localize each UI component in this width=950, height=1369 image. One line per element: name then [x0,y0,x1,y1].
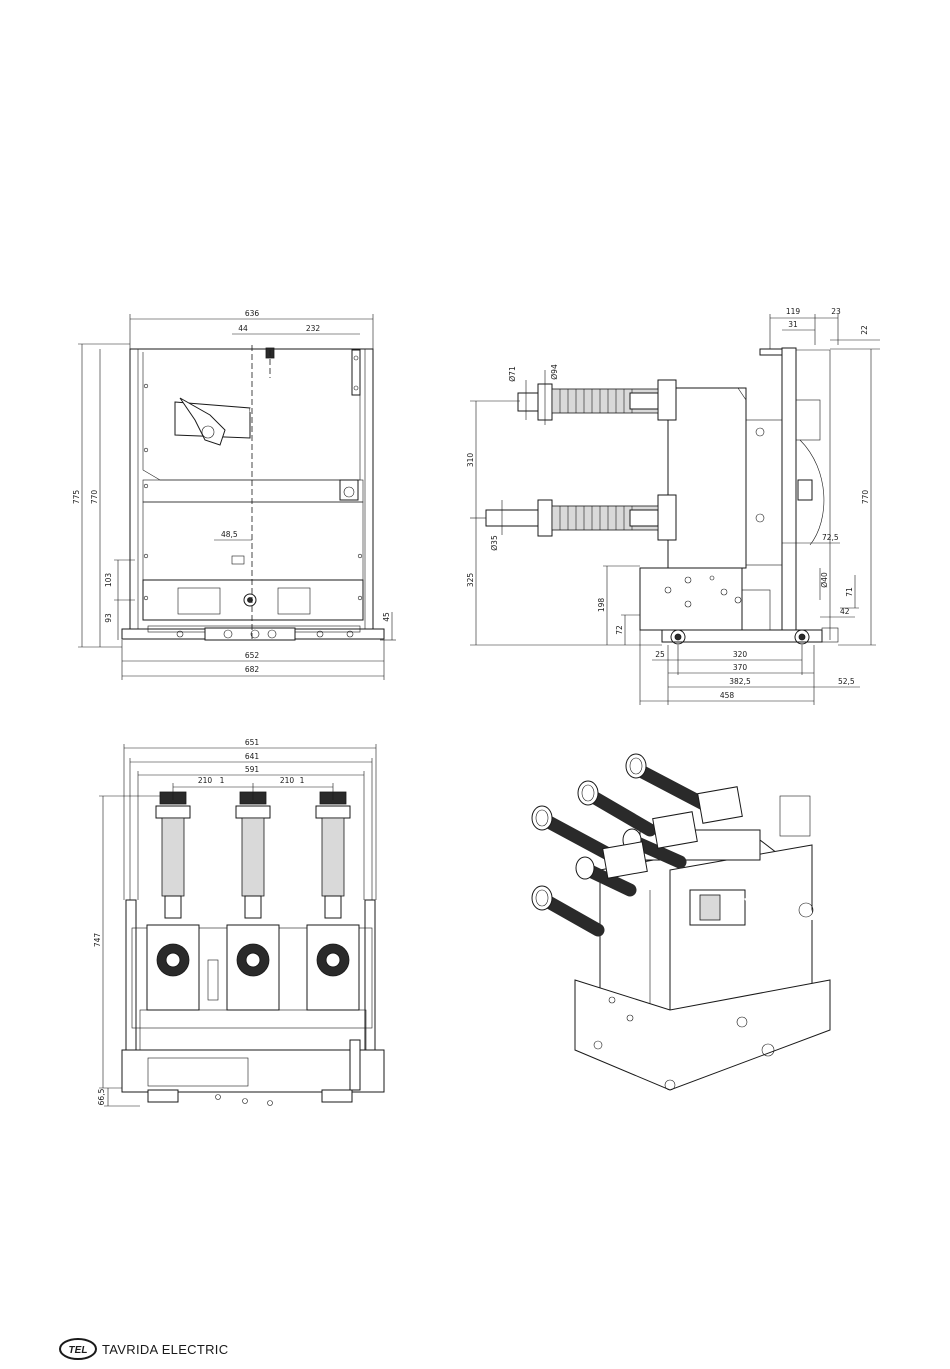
dim-641: 641 [245,752,260,761]
dim-682: 682 [245,665,260,674]
dim-23: 23 [831,307,841,316]
dim-232: 232 [306,324,321,333]
dim-210-a: 210 [198,776,213,785]
dim-320: 320 [733,650,748,659]
brand-mark: TEL [69,1345,88,1356]
dim-591: 591 [245,765,260,774]
dim-44: 44 [238,324,248,333]
dim-71: 71 [845,587,854,597]
dim-42: 42 [840,607,850,616]
dim-45: 45 [382,612,391,622]
dim-1-a: 1 [220,776,225,785]
front-view: 636 44 232 775 770 103 93 48,5 45 652 68… [72,309,396,680]
isometric-view [532,754,830,1090]
dim-770-front: 770 [90,490,99,505]
dim-652: 652 [245,651,260,660]
dim-458: 458 [720,691,735,700]
brand-name: TAVRIDA ELECTRIC [102,1342,228,1357]
pole-right [307,792,359,1010]
dim-210-b: 210 [280,776,295,785]
dim-31: 31 [788,320,798,329]
dim-48-5: 48,5 [221,530,238,539]
dim-66-5: 66,5 [97,1088,106,1105]
dim-651: 651 [245,738,260,747]
dim-phi40: Ø40 [820,572,829,588]
dim-72: 72 [615,625,624,635]
dim-25: 25 [655,650,665,659]
pole-middle [227,792,279,1010]
dim-phi35: Ø35 [490,535,499,551]
dim-119: 119 [786,307,801,316]
dim-382-5: 382,5 [729,677,751,686]
pole-left [147,792,199,1010]
top-view: 651 641 591 210 1 210 1 747 66,5 [93,738,384,1106]
dim-636: 636 [245,309,260,318]
dim-310: 310 [466,453,475,468]
dim-72-5: 72,5 [822,533,839,542]
brand-logo: TEL TAVRIDA ELECTRIC [60,1339,228,1359]
dim-52-5: 52,5 [838,677,855,686]
dim-198: 198 [597,598,606,613]
dim-775: 775 [72,490,81,505]
dim-93: 93 [104,613,113,623]
dim-747: 747 [93,933,102,948]
dim-phi94: Ø94 [550,364,559,380]
side-view: 119 23 31 22 Ø71 Ø94 310 Ø35 325 198 72 [466,307,880,705]
dim-1-b: 1 [300,776,305,785]
dim-phi71: Ø71 [508,366,517,382]
dim-22: 22 [860,325,869,335]
dim-325: 325 [466,573,475,588]
dim-103: 103 [104,573,113,588]
dim-770-side: 770 [861,490,870,505]
dim-370: 370 [733,663,748,672]
